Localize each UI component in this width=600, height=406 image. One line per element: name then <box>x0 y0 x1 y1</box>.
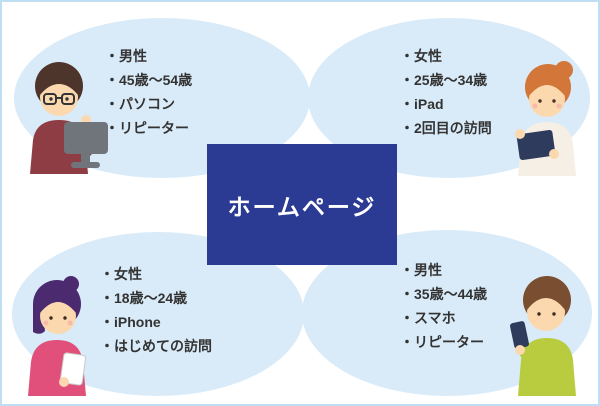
woman-with-tablet-illustration <box>515 61 576 176</box>
persona-attribute: ・女性 <box>400 48 442 64</box>
persona-attributes-top-left: ・男性 ・45歳〜54歳 ・パソコン ・リピーター <box>105 44 192 140</box>
persona-attribute: ・25歳〜34歳 <box>400 72 488 88</box>
persona-attribute: ・iPad <box>400 96 444 112</box>
persona-attribute: ・2回目の訪問 <box>400 120 492 136</box>
persona-attribute: ・45歳〜54歳 <box>105 72 193 88</box>
man-with-desktop-computer-illustration <box>30 62 108 174</box>
persona-attributes-top-right: ・女性 ・25歳〜34歳 ・iPad ・2回目の訪問 <box>400 44 492 140</box>
persona-attribute: ・はじめての訪問 <box>100 338 212 354</box>
man-with-smartphone-illustration <box>510 276 576 396</box>
persona-attributes-bottom-left: ・女性 ・18歳〜24歳 ・iPhone ・はじめての訪問 <box>100 262 212 358</box>
homepage-label: ホームページ <box>227 193 377 220</box>
persona-attribute: ・男性 <box>400 262 442 278</box>
persona-attribute: ・男性 <box>105 48 147 64</box>
persona-attribute: ・スマホ <box>400 310 456 326</box>
woman-with-white-smartphone-illustration <box>28 276 87 396</box>
persona-attribute: ・女性 <box>100 266 142 282</box>
persona-attribute: ・リピーター <box>400 334 484 350</box>
persona-attribute: ・18歳〜24歳 <box>100 290 188 306</box>
persona-attribute: ・35歳〜44歳 <box>400 286 488 302</box>
homepage-box: ホームページ <box>207 144 397 265</box>
persona-attribute: ・iPhone <box>100 314 161 330</box>
persona-attribute: ・パソコン <box>105 96 175 112</box>
persona-attribute: ・リピーター <box>105 120 189 136</box>
persona-attributes-bottom-right: ・男性 ・35歳〜44歳 ・スマホ ・リピーター <box>400 258 487 354</box>
